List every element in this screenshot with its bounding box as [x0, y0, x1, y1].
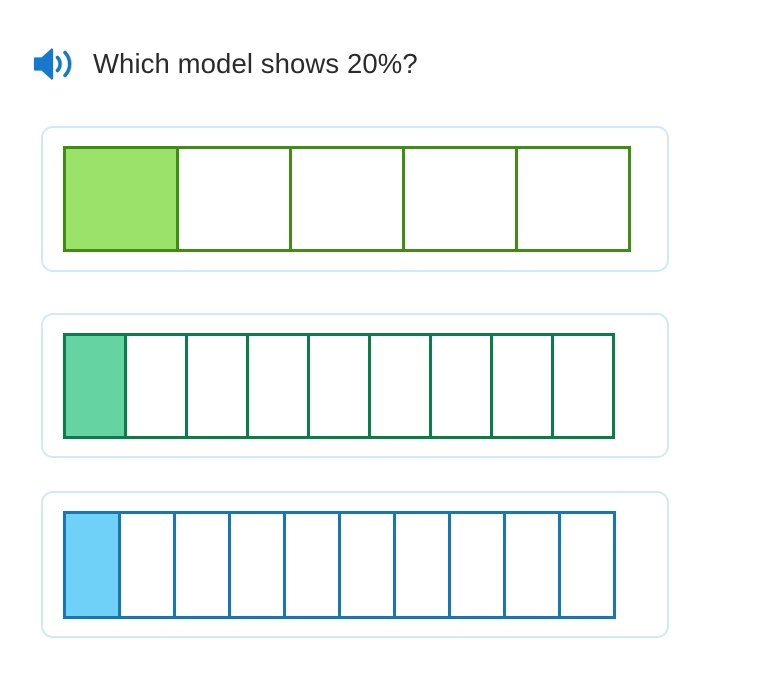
option-card-model-b[interactable] [41, 313, 669, 458]
model-cell-empty [124, 332, 188, 439]
model-cell-empty [307, 332, 371, 439]
fraction-model-a [63, 146, 631, 252]
model-cell-empty [283, 510, 341, 619]
model-cell-empty [490, 332, 554, 439]
question-row: Which model shows 20%? [31, 36, 418, 92]
model-cell-empty [176, 146, 292, 252]
model-cell-empty [368, 332, 432, 439]
model-cell-filled [63, 332, 127, 439]
model-cell-empty [448, 510, 506, 619]
model-cell-empty [228, 510, 286, 619]
question-text: Which model shows 20%? [93, 48, 418, 79]
model-cell-empty [289, 146, 405, 252]
model-cell-filled [63, 146, 179, 252]
model-cell-empty [185, 332, 249, 439]
fraction-model-b [63, 332, 615, 439]
model-cell-empty [558, 510, 616, 619]
model-cell-empty [503, 510, 561, 619]
model-cell-empty [173, 510, 231, 619]
option-card-model-a[interactable] [41, 126, 669, 272]
model-cell-empty [118, 510, 176, 619]
model-cell-filled [63, 510, 121, 619]
model-cell-empty [393, 510, 451, 619]
option-card-model-c[interactable] [41, 491, 669, 638]
model-cell-empty [429, 332, 493, 439]
model-cell-empty [515, 146, 631, 252]
speaker-icon[interactable] [31, 44, 77, 84]
model-cell-empty [338, 510, 396, 619]
fraction-model-c [63, 510, 616, 619]
model-cell-empty [402, 146, 518, 252]
model-cell-empty [551, 332, 615, 439]
model-cell-empty [246, 332, 310, 439]
